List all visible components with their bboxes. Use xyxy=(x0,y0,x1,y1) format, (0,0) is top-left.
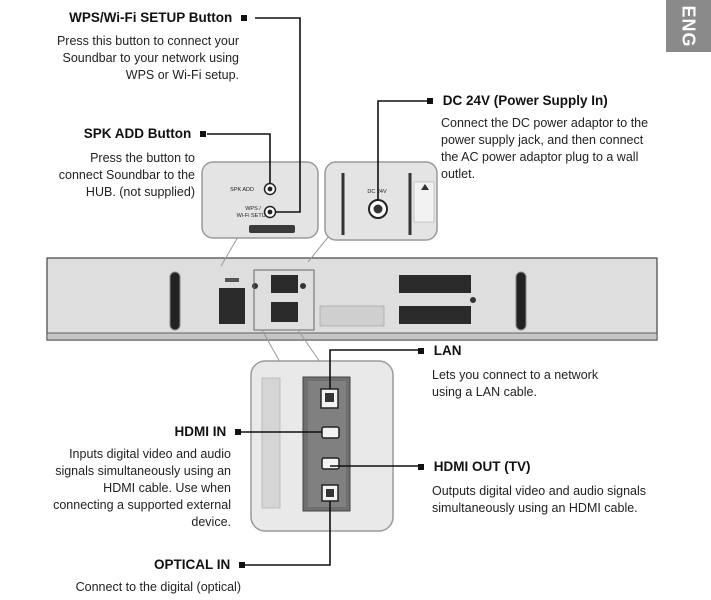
hdmi-in-desc-line: connecting a supported external xyxy=(53,498,231,512)
hdmi-in-desc-line: device. xyxy=(191,515,231,529)
dc-leader-line xyxy=(377,100,427,200)
hdmi-in-title: HDMI IN xyxy=(174,424,227,439)
wps-panel-label: WPS / xyxy=(245,206,261,212)
spk-desc-line: HUB. (not supplied) xyxy=(85,185,195,199)
lan-description: Lets you connect to a network using a LA… xyxy=(432,367,672,401)
wps-panel-label: Wi-Fi SETUP xyxy=(237,213,270,219)
lan-desc-line: using a LAN cable. xyxy=(432,385,537,399)
screw xyxy=(252,283,258,289)
spk-desc-line: connect Soundbar to the xyxy=(58,168,195,182)
wps-leader-line xyxy=(255,17,301,213)
vent-grille xyxy=(399,306,471,324)
spk-add-panel-label: SPK ADD xyxy=(230,187,254,193)
optical-leader-line xyxy=(241,501,331,566)
wps-description: Press this button to connect your Soundb… xyxy=(0,33,239,84)
bullet-marker xyxy=(241,15,247,22)
bullet-marker xyxy=(418,348,424,355)
optical-desc-line: Connect to the digital (optical) xyxy=(75,580,241,594)
hdmi-out-desc-line: simultaneously using an HDMI cable. xyxy=(432,501,638,515)
bullet-marker xyxy=(239,562,245,569)
lan-desc-line: Lets you connect to a network xyxy=(432,368,599,382)
hdmi-in-port xyxy=(321,426,340,439)
spk-desc-line: Press the button to xyxy=(90,151,195,165)
bullet-marker xyxy=(235,429,241,436)
dc-desc-line: Connect the DC power adaptor to the xyxy=(441,116,649,130)
hdmi-out-title-row: HDMI OUT (TV) xyxy=(418,459,531,474)
dc-desc-line: the AC power adaptor plug to a wall xyxy=(441,150,639,164)
spk-add-leader-line xyxy=(207,133,271,183)
lan-leader-line xyxy=(329,349,420,389)
button-panel xyxy=(219,288,245,324)
hdmi-in-desc-line: HDMI cable. Use when xyxy=(103,481,231,495)
hdmi-in-desc-line: signals simultaneously using an xyxy=(55,464,231,478)
spk-description: Press the button to connect Soundbar to … xyxy=(0,150,195,201)
hdmi-in-title-row: HDMI IN xyxy=(174,424,241,439)
dc-desc-line: power supply jack, and then connect xyxy=(441,133,644,147)
zoom-connector xyxy=(307,235,330,263)
spk-title: SPK ADD Button xyxy=(83,126,192,141)
hdmi-out-description: Outputs digital video and audio signals … xyxy=(432,483,702,517)
wps-desc-line: Soundbar to your network using xyxy=(62,51,240,65)
port-section xyxy=(253,269,315,331)
zoom-connector xyxy=(261,329,321,363)
spk-title-row: SPK ADD Button xyxy=(84,126,206,141)
wps-title: WPS/Wi-Fi SETUP Button xyxy=(69,10,233,25)
dc-title: DC 24V (Power Supply In) xyxy=(442,93,608,108)
button-panel-label xyxy=(225,278,239,282)
hdmi-out-port xyxy=(321,457,340,470)
label-plate xyxy=(319,305,385,327)
language-tab: ENG xyxy=(666,0,711,52)
wps-desc-line: WPS or Wi-Fi setup. xyxy=(125,68,239,82)
wps-title-row: WPS/Wi-Fi SETUP Button xyxy=(69,10,247,25)
left-handle xyxy=(169,271,181,331)
right-handle xyxy=(515,271,527,331)
hdmi-in-description: Inputs digital video and audio signals s… xyxy=(0,446,231,531)
lan-title: LAN xyxy=(433,343,462,358)
dc-title-row: DC 24V (Power Supply In) xyxy=(427,93,608,108)
screw xyxy=(300,283,306,289)
bullet-marker xyxy=(418,464,424,471)
lan-title-row: LAN xyxy=(418,343,462,358)
dc-description: Connect the DC power adaptor to the powe… xyxy=(441,115,691,183)
soundbar-body xyxy=(46,257,658,341)
dc-24v-panel-label: DC 24V xyxy=(367,189,387,195)
warning-icon xyxy=(421,184,429,190)
bullet-marker xyxy=(427,98,433,105)
vent-grille xyxy=(399,275,471,293)
button-zoom-bubble xyxy=(201,161,319,239)
screw xyxy=(470,297,476,303)
hdmi-out-desc-line: Outputs digital video and audio signals xyxy=(432,484,647,498)
dc-desc-line: outlet. xyxy=(441,167,476,181)
bullet-marker xyxy=(200,131,206,138)
port-recess xyxy=(261,377,281,509)
optical-title-row: OPTICAL IN xyxy=(154,557,245,572)
soundbar-bottom-strip xyxy=(46,332,658,341)
panel-edge xyxy=(249,225,295,233)
vent-grille xyxy=(271,302,298,322)
hdmi-in-desc-line: Inputs digital video and audio xyxy=(69,447,231,461)
wps-desc-line: Press this button to connect your xyxy=(56,34,239,48)
hdmi-out-title: HDMI OUT (TV) xyxy=(433,459,531,474)
optical-description: Connect to the digital (optical) xyxy=(1,579,241,596)
zoom-connector xyxy=(220,236,239,267)
vent-grille xyxy=(271,275,298,293)
warning-label xyxy=(413,181,435,223)
optical-title: OPTICAL IN xyxy=(153,557,231,572)
